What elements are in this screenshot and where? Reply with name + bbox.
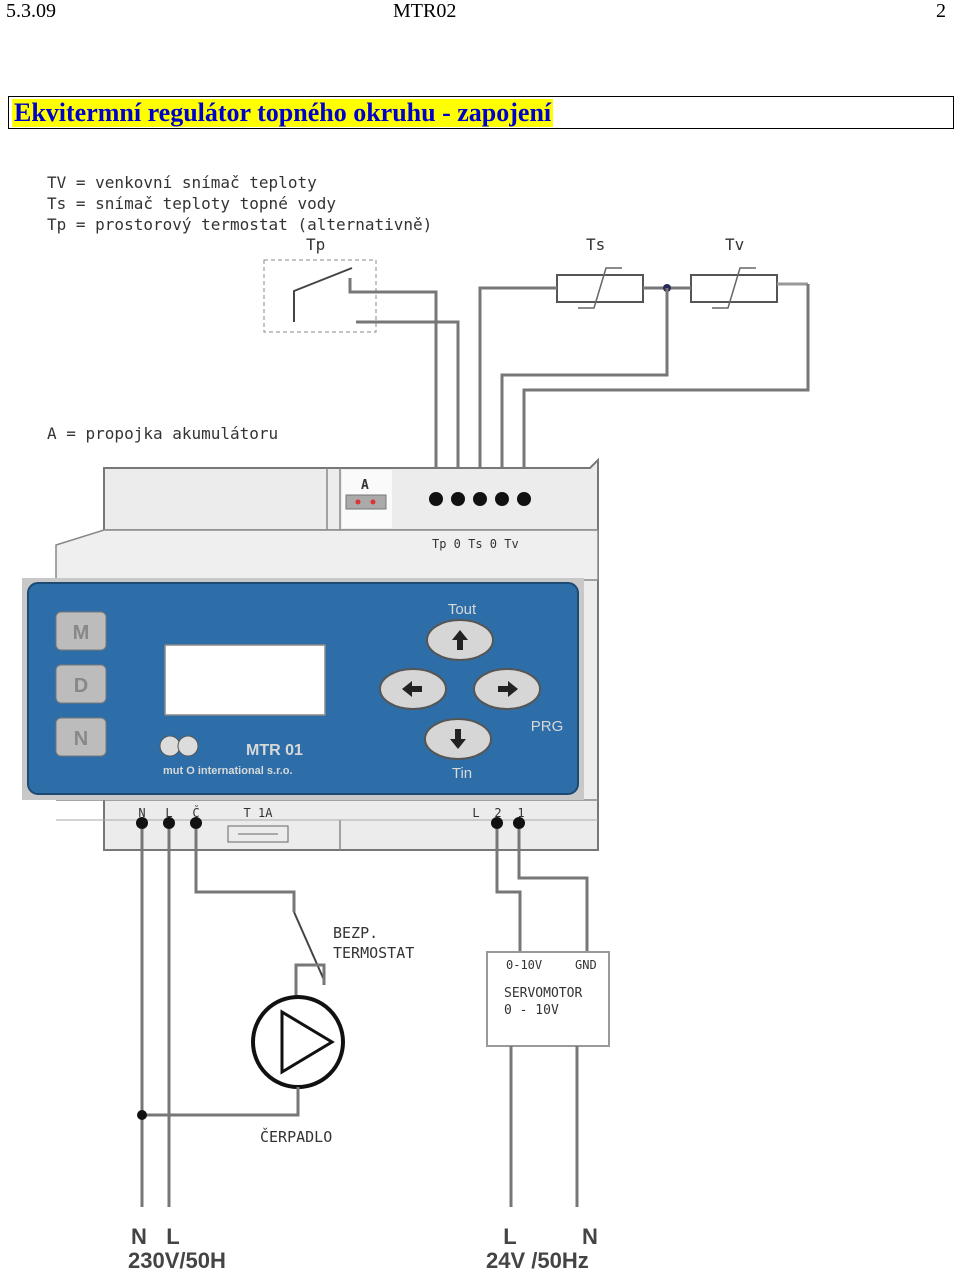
header-doc-id: MTR02 <box>393 0 457 22</box>
sensor-label-ts: Ts <box>586 235 605 254</box>
jumper-label: A <box>361 478 369 493</box>
bottom-terminal-block <box>136 817 525 829</box>
mode-button-n-label: N <box>74 728 88 750</box>
servomotor-box <box>486 951 610 1047</box>
arrow-left-icon <box>402 681 422 697</box>
fuse-symbol <box>227 825 289 843</box>
legend-line-tv: TV = venkovní snímač teploty <box>47 173 317 192</box>
company-name: mut O international s.r.o. <box>163 765 293 777</box>
terminal-label-1: 1 <box>517 806 524 820</box>
sensor-label-tp: Tp <box>306 235 325 254</box>
servo-input-label: 0-10V <box>506 958 542 972</box>
legend-line-ts: Ts = snímač teploty topné vody <box>47 194 336 213</box>
supply-right-n: N <box>582 1224 598 1249</box>
arrow-down-icon <box>450 729 466 749</box>
room-thermostat-symbol <box>263 259 460 496</box>
sensor-ts-symbol <box>556 267 644 309</box>
pump-symbol <box>251 995 345 1089</box>
header-date: 5.3.09 <box>6 0 56 22</box>
supply-left-voltage: 230V/50H <box>128 1248 226 1272</box>
arrow-up-icon <box>452 630 468 650</box>
terminal-label-l2: L <box>472 806 479 820</box>
jumper-note: A = propojka akumulátoru <box>47 424 278 443</box>
terminal-label-2: 2 <box>494 806 501 820</box>
supply-left-n: N <box>131 1224 147 1249</box>
thermostat-label-line1: BEZP. <box>333 924 378 942</box>
sensor-label-tv: Tv <box>725 235 744 254</box>
servo-gnd-label: GND <box>575 958 597 972</box>
arrow-up-button[interactable] <box>426 619 494 661</box>
arrow-right-button[interactable] <box>473 668 541 710</box>
tout-label: Tout <box>448 601 477 618</box>
prg-label: PRG <box>531 718 564 735</box>
page-title: Ekvitermní regulátor topného okruhu - za… <box>12 98 554 127</box>
arrow-left-button[interactable] <box>379 668 447 710</box>
title-box: Ekvitermní regulátor topného okruhu - za… <box>8 96 954 129</box>
mode-button-n[interactable]: N <box>55 717 107 757</box>
tin-label: Tin <box>452 765 472 782</box>
top-terminal-labels: Tp 0 Ts 0 Tv <box>432 537 519 551</box>
servo-name: SERVOMOTOR <box>504 986 582 1001</box>
manufacturer-logo <box>159 735 199 757</box>
supply-right-l: L <box>503 1224 516 1249</box>
arrow-right-icon <box>498 681 518 697</box>
mode-button-m-label: M <box>73 622 90 644</box>
legend-line-tp: Tp = prostorový termostat (alternativně) <box>47 215 432 234</box>
terminal-label-n: N <box>138 806 145 820</box>
supply-left-l: L <box>166 1224 179 1249</box>
header-page-number: 2 <box>936 0 946 22</box>
mode-button-m[interactable]: M <box>55 611 107 651</box>
mode-button-d[interactable]: D <box>55 664 107 704</box>
lcd-display <box>164 644 326 716</box>
supply-right-voltage: 24V /50Hz <box>486 1248 589 1272</box>
top-terminal-block <box>429 492 531 506</box>
thermostat-label-line2: TERMOSTAT <box>333 944 414 962</box>
sensor-tv-symbol <box>690 267 778 309</box>
servo-range: 0 - 10V <box>504 1003 559 1018</box>
safety-thermostat-contact <box>293 911 325 981</box>
arrow-down-button[interactable] <box>424 718 492 760</box>
model-name: MTR 01 <box>246 742 303 759</box>
fuse-label: T 1A <box>244 806 274 820</box>
terminal-label-c: Č <box>192 805 199 820</box>
mode-button-d-label: D <box>74 675 88 697</box>
terminal-label-l: L <box>165 806 172 820</box>
pump-label: ČERPADLO <box>260 1127 332 1146</box>
